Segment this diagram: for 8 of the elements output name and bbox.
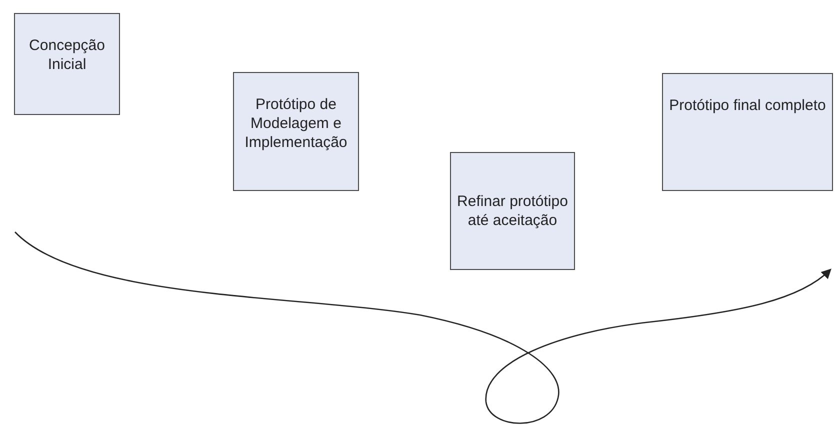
box-label: Refinar protótipo até aceitação (457, 192, 568, 230)
box-label: Concepção Inicial (28, 36, 106, 74)
box-label: Protótipo de Modelagem e Implementação (244, 95, 348, 152)
process-box (14, 13, 120, 115)
box-label: Protótipo final completo (669, 96, 826, 115)
process-box (450, 152, 575, 270)
process-box (233, 72, 359, 191)
process-box (662, 73, 833, 191)
